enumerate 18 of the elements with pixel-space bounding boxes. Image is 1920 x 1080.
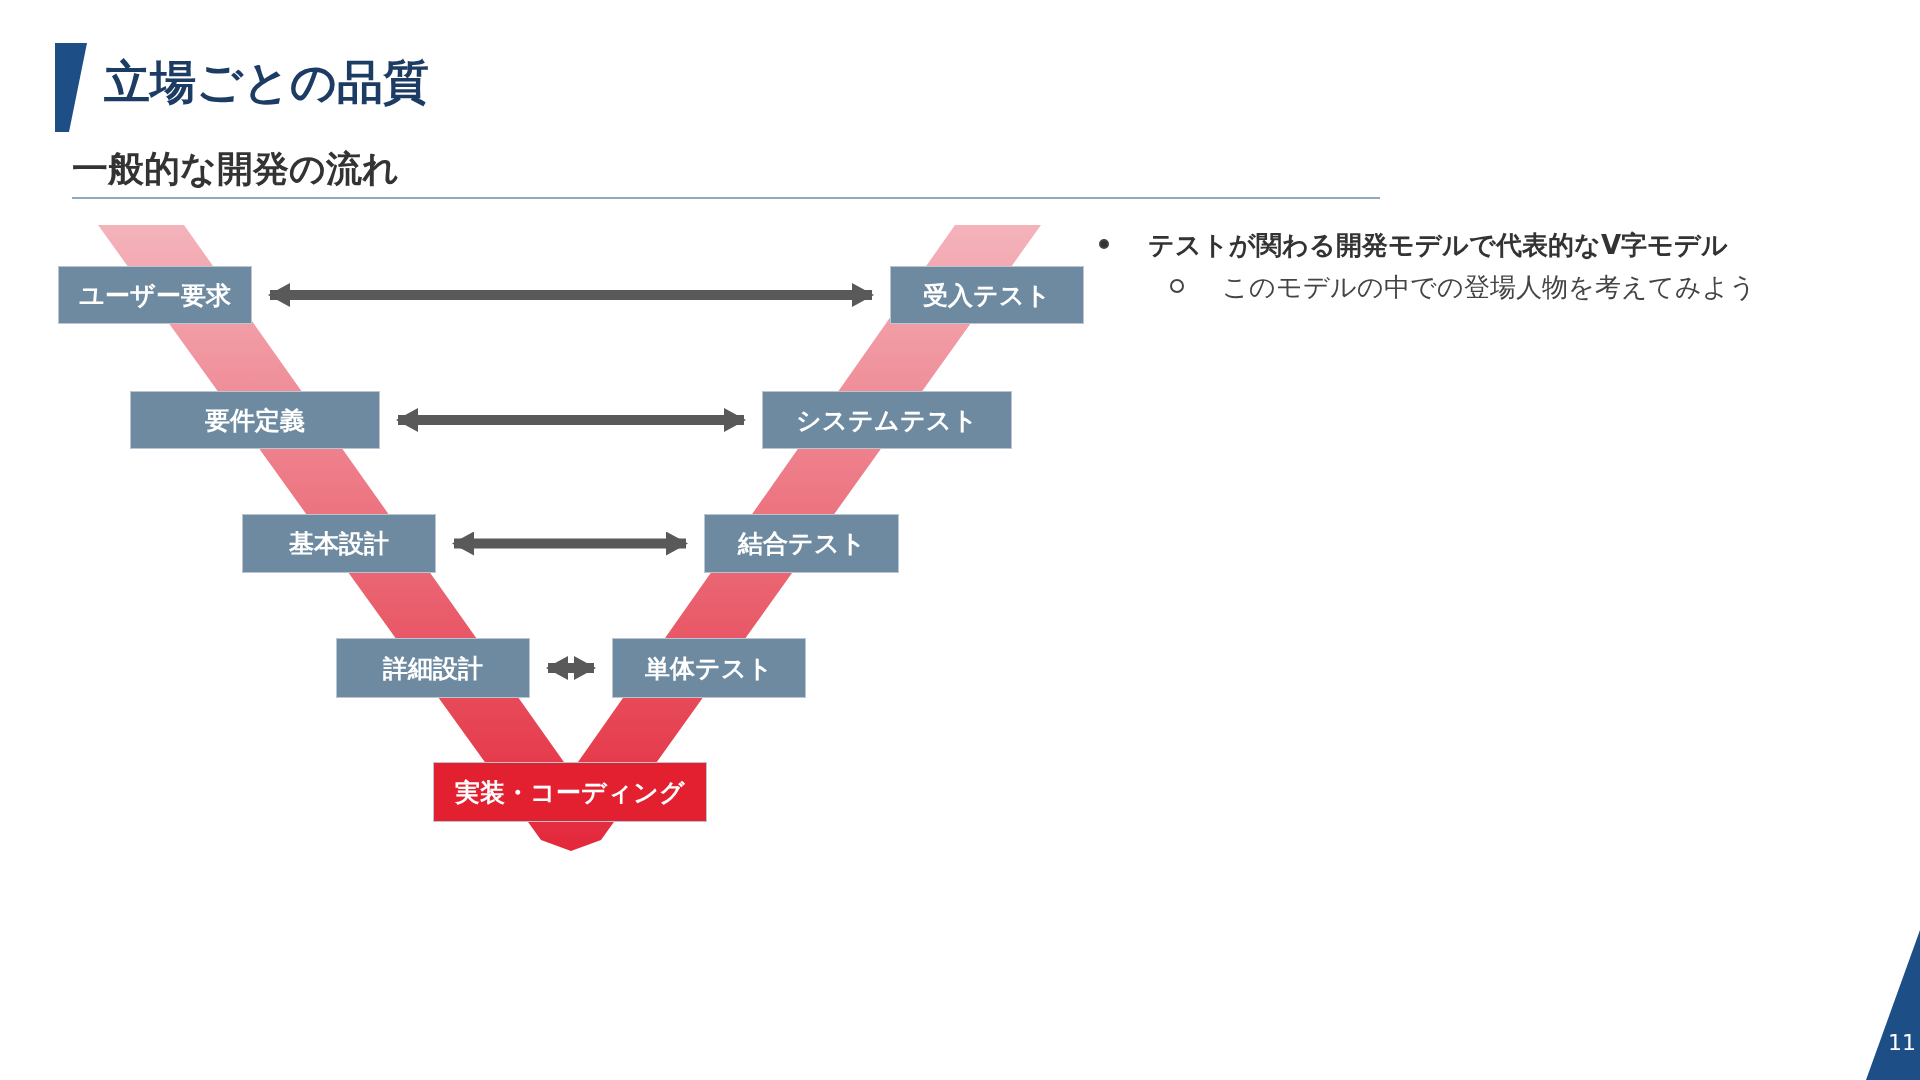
implementation-box: 実装・コーディング — [433, 762, 707, 822]
double-arrow — [268, 283, 874, 307]
double-arrow — [546, 656, 596, 680]
slide-title: 立場ごとの品質 — [104, 54, 429, 111]
phase-box: 単体テスト — [612, 638, 806, 698]
phase-box: 結合テスト — [704, 514, 899, 573]
phase-box: 基本設計 — [242, 514, 436, 573]
phase-box: 要件定義 — [130, 391, 380, 449]
double-arrow — [452, 531, 688, 556]
phase-box: 詳細設計 — [336, 638, 530, 698]
phase-box: 受入テスト — [890, 266, 1084, 324]
phase-box: ユーザー要求 — [58, 266, 252, 324]
page-number: 11 — [1888, 1030, 1916, 1055]
bullet-text: テストが関わる開発モデルで代表的なV字モデル — [1148, 229, 1729, 262]
phase-box: システムテスト — [762, 391, 1012, 449]
section-heading: 一般的な開発の流れ — [72, 147, 399, 191]
double-arrow — [396, 408, 746, 432]
bullet-text: このモデルの中での登場人物を考えてみよう — [1222, 271, 1756, 304]
